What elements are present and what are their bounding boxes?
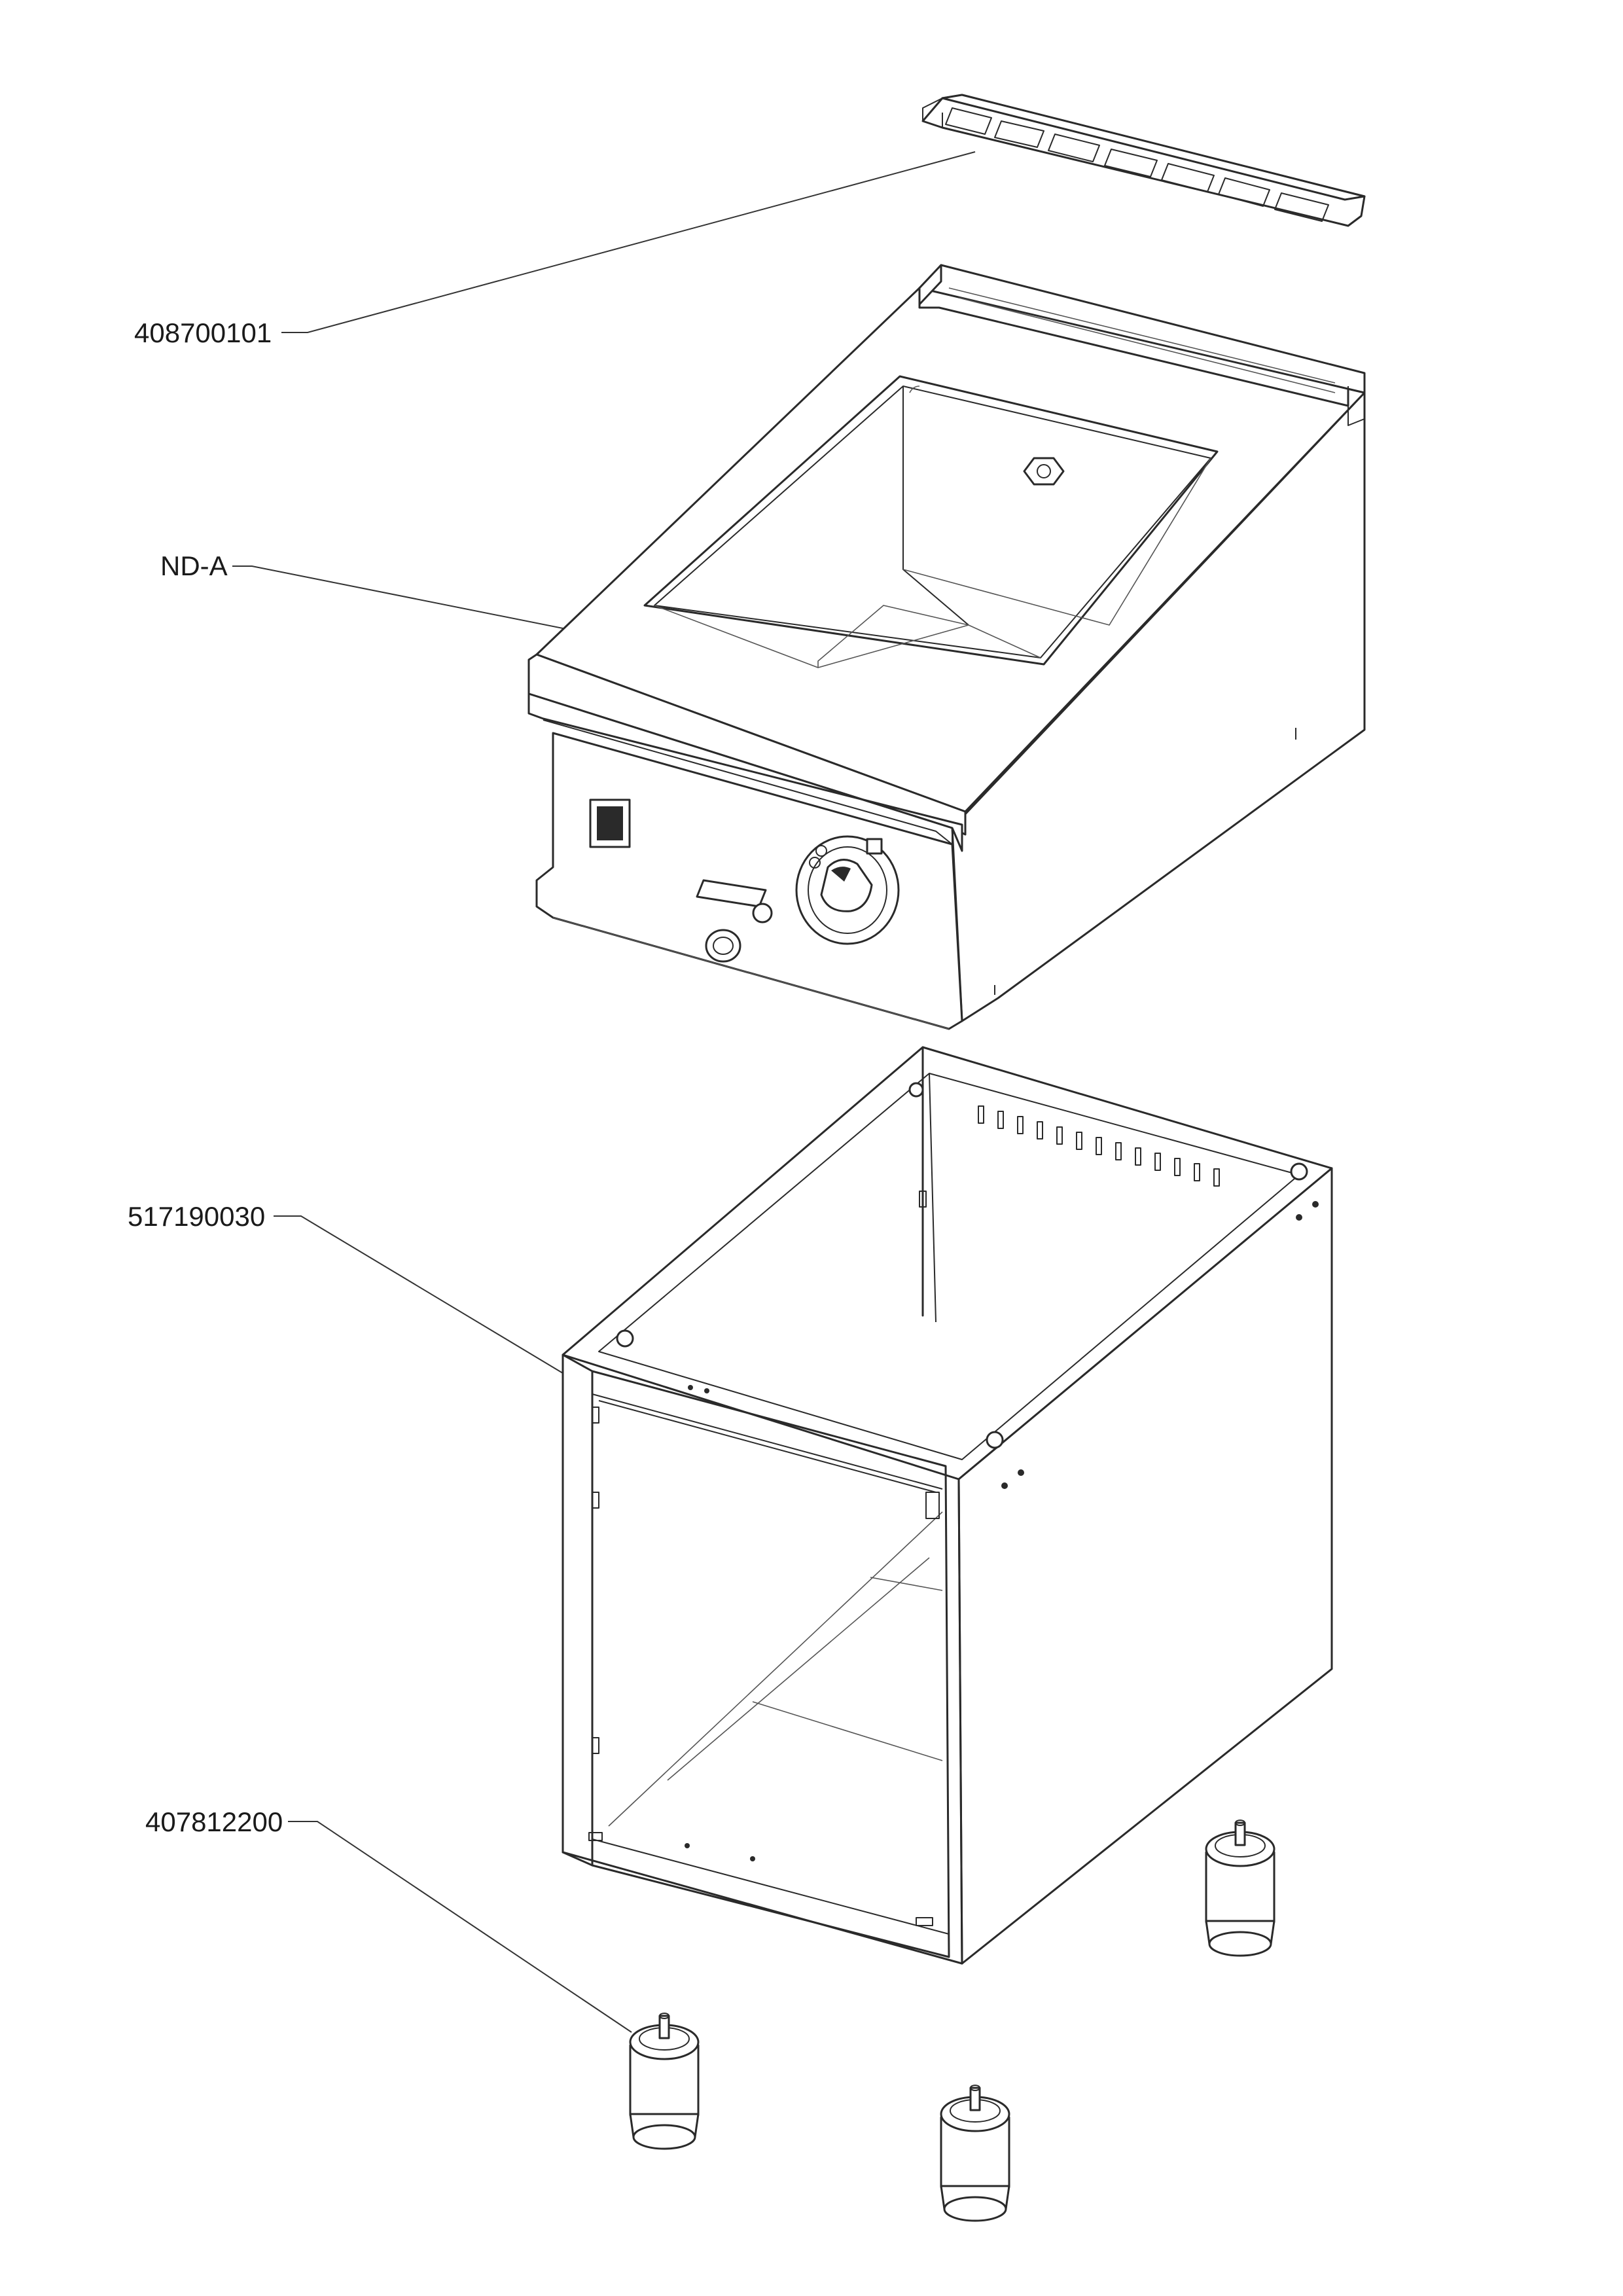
bain-marie-unit [527, 264, 1366, 1030]
callout-label-base: 517190030 [128, 1201, 266, 1232]
callout-label-feet: 407812200 [145, 1806, 283, 1837]
adjustable-foot-center [940, 2085, 1010, 2222]
leader-feet [288, 1821, 632, 2033]
callout-label-ballast: 408700101 [134, 317, 272, 348]
ballast-rail [921, 94, 1366, 227]
leader-unit [232, 565, 613, 639]
callout-label-unit: ND-A [160, 550, 228, 581]
adjustable-foot-right [1205, 1820, 1275, 1957]
leader-lines [232, 151, 976, 2033]
adjustable-foot-left [629, 2013, 700, 2150]
leader-ballast [281, 151, 976, 333]
open-base-frame [562, 1046, 1333, 1965]
leader-base [274, 1215, 577, 1382]
